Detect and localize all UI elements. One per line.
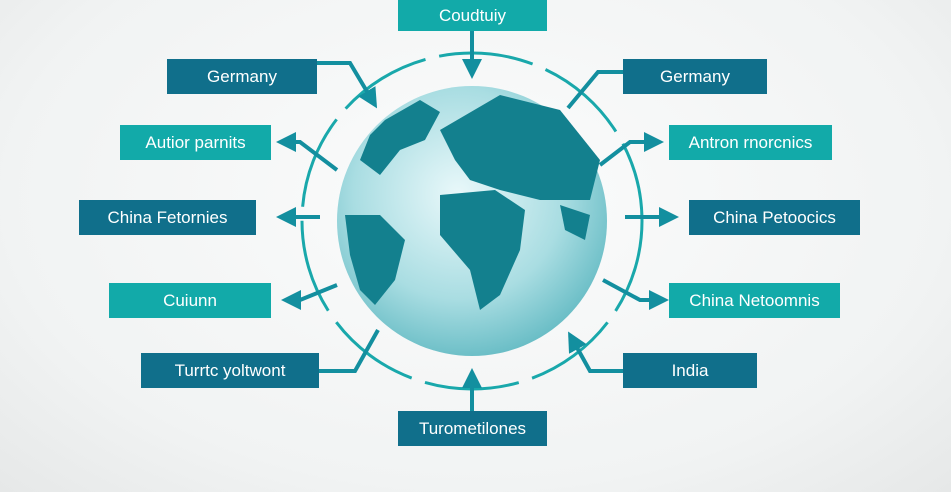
node-left-5: Turrtc yoltwont: [141, 353, 319, 388]
node-right-3: China Petoocics: [689, 200, 860, 235]
connector-arrows: [276, 31, 679, 411]
node-right-5: India: [623, 353, 757, 388]
node-bottom: Turometilones: [398, 411, 547, 446]
node-right-4: China Netoomnis: [669, 283, 840, 318]
node-top: Coudtuiy: [398, 0, 547, 31]
node-left-2: Autior parnits: [120, 125, 271, 160]
node-right-2: Antron rnorcnics: [669, 125, 832, 160]
globe: [337, 86, 607, 356]
node-left-1: Germany: [167, 59, 317, 94]
node-right-1: Germany: [623, 59, 767, 94]
node-left-3: China Fetornies: [79, 200, 256, 235]
node-left-4: Cuiunn: [109, 283, 271, 318]
